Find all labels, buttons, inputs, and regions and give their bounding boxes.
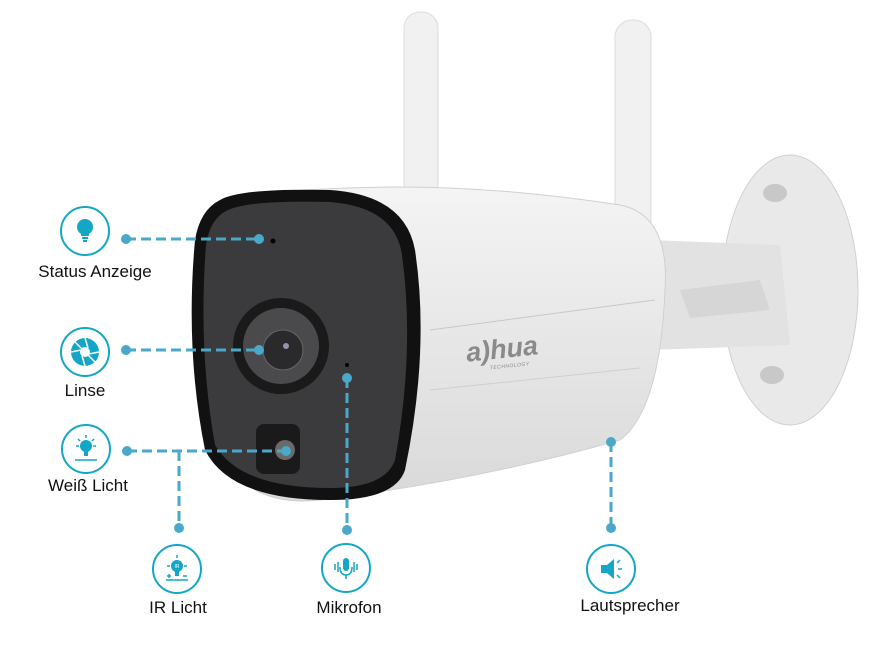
microphone-label: Mikrofon xyxy=(316,598,382,617)
ir-light-label: IR Licht xyxy=(149,598,207,617)
speaker-icon xyxy=(586,544,636,594)
speaker-label: Lautsprecher xyxy=(580,596,680,615)
status-led xyxy=(270,238,276,244)
antenna-left xyxy=(403,11,439,203)
status-indicator-label: Status Anzeige xyxy=(38,262,152,281)
lens-label: Linse xyxy=(64,381,106,400)
ir-light-icon: IR xyxy=(152,544,202,594)
aperture-icon xyxy=(60,327,110,377)
mic-hole xyxy=(345,363,349,367)
lens xyxy=(262,329,304,371)
leader-lines xyxy=(126,237,613,528)
white-light-icon xyxy=(61,424,111,474)
lightbulb-icon xyxy=(60,206,110,256)
microphone-icon xyxy=(321,543,371,593)
leader-dots xyxy=(121,234,616,535)
white-light-label: Weiß Licht xyxy=(48,476,128,495)
svg-text:IR: IR xyxy=(175,564,180,570)
